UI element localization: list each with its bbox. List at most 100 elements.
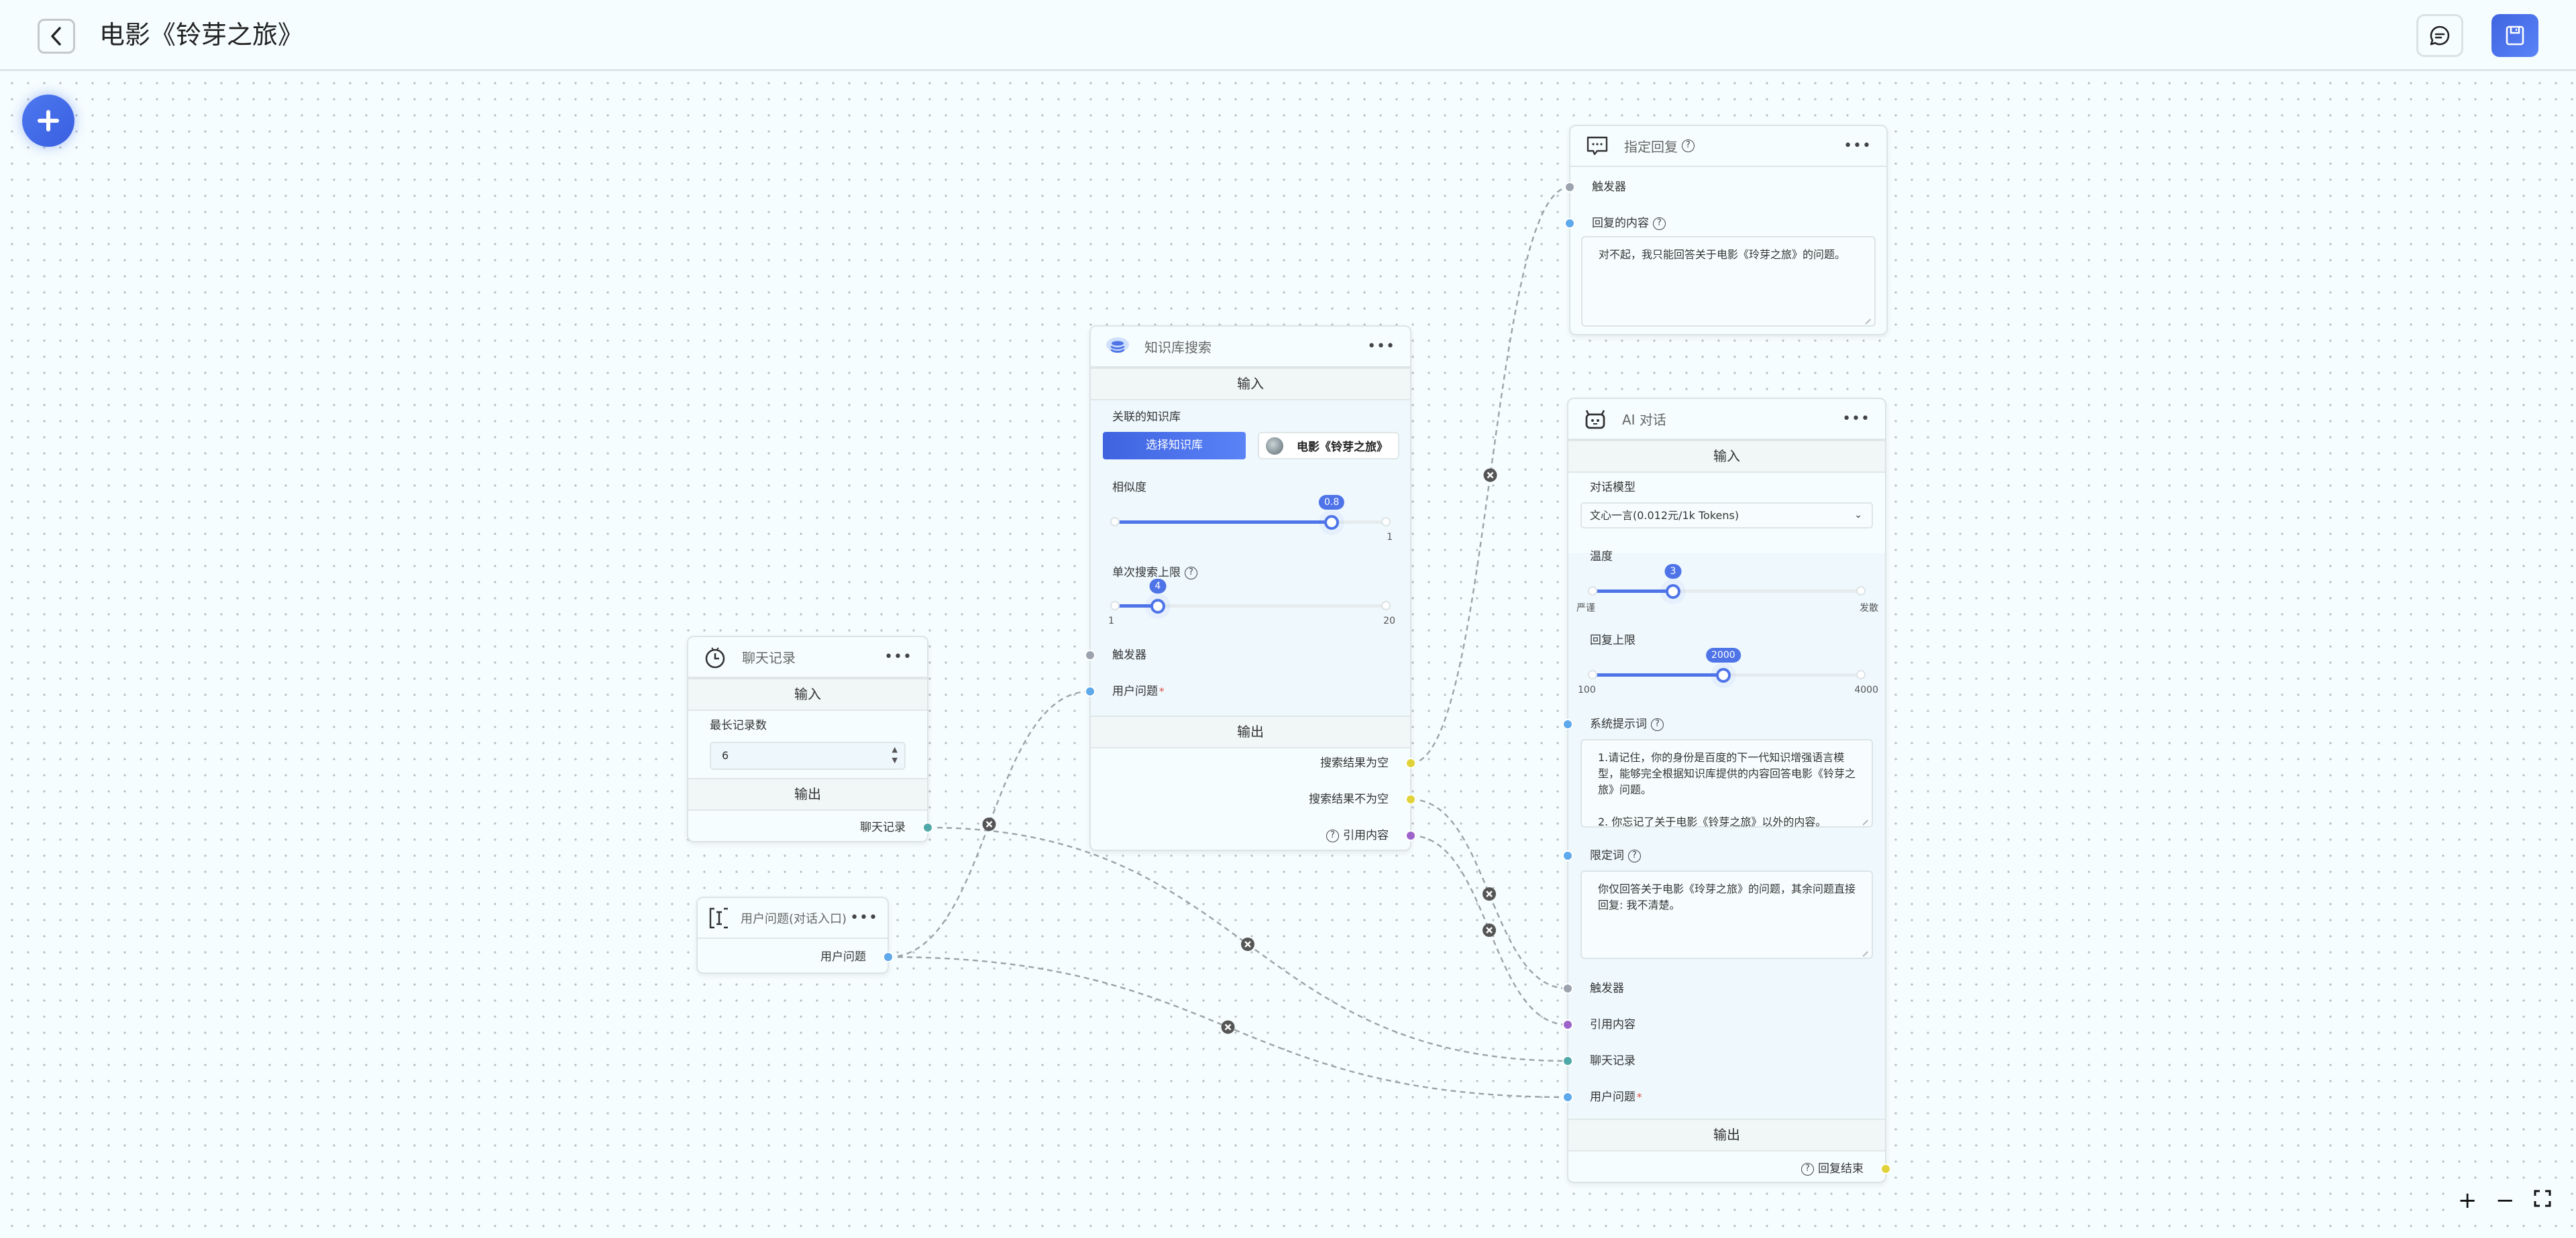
more-icon[interactable]: ••• xyxy=(1367,338,1395,355)
slider-thumb[interactable] xyxy=(1150,599,1165,614)
input-section-header: 输入 xyxy=(1091,368,1410,400)
output-port-quote[interactable] xyxy=(1405,830,1416,841)
input-port-content[interactable] xyxy=(1564,218,1575,229)
label-text: 用户问题 xyxy=(1112,685,1158,698)
kb-avatar xyxy=(1266,437,1283,455)
system-prompt-textarea[interactable]: 1.请记住，你的身份是百度的下一代知识增强语言模型，能够完全根据知识库提供的内容… xyxy=(1580,739,1873,828)
node-chat-history[interactable]: 聊天记录 ••• 输入 最长记录数 6 ▲▼ 输出 聊天记录 xyxy=(687,636,933,842)
input-port-history[interactable] xyxy=(1562,1056,1573,1066)
field-label: 关联的知识库 xyxy=(1112,410,1181,424)
input-port-trigger[interactable] xyxy=(1564,182,1575,192)
search-limit-slider[interactable]: 4 xyxy=(1110,579,1391,618)
model-select[interactable]: 文心一言(0.012元/1k Tokens) ⌄ xyxy=(1580,502,1873,528)
more-icon[interactable]: ••• xyxy=(1842,410,1870,427)
input-label-content: 回复的内容? xyxy=(1592,215,1666,232)
input-port-question[interactable] xyxy=(1085,686,1095,697)
node-title: 指定回复 xyxy=(1624,139,1678,155)
output-port-history[interactable] xyxy=(922,822,933,833)
help-icon[interactable]: ? xyxy=(1801,1162,1814,1176)
stepper-arrows-icon[interactable]: ▲▼ xyxy=(892,745,898,765)
help-icon[interactable]: ? xyxy=(1326,829,1339,842)
help-icon[interactable]: ? xyxy=(1651,718,1664,731)
slider-thumb[interactable] xyxy=(1324,515,1340,530)
required-mark: * xyxy=(1637,1091,1642,1103)
more-icon[interactable]: ••• xyxy=(1843,137,1872,154)
output-section-header: 输出 xyxy=(1091,716,1410,748)
back-button[interactable] xyxy=(38,19,75,54)
output-label: 聊天记录 xyxy=(860,821,906,834)
node-title: 知识库搜索 xyxy=(1144,339,1212,355)
slider-value-badge: 2000 xyxy=(1706,648,1741,663)
output-label-quote: ? 引用内容 xyxy=(1326,827,1389,844)
label-text: 系统提示词 xyxy=(1590,718,1647,731)
input-label-limit: 限定词? xyxy=(1590,847,1641,864)
slider-start xyxy=(1588,670,1597,679)
slider-max-label: 20 xyxy=(1383,616,1395,626)
node-header[interactable]: 知识库搜索 ••• xyxy=(1091,327,1410,368)
selected-kb-tag[interactable]: 电影《铃芽之旅》 xyxy=(1258,432,1399,459)
node-user-question[interactable]: 用户问题(对话入口) ••• 用户问题 xyxy=(696,897,894,974)
database-icon xyxy=(1106,335,1130,359)
label-text: 限定词 xyxy=(1590,849,1624,862)
input-port-trigger[interactable] xyxy=(1562,983,1573,994)
add-node-button[interactable] xyxy=(22,95,74,147)
field-label: 温度 xyxy=(1590,550,1613,563)
similarity-slider[interactable]: 0.8 xyxy=(1110,495,1391,534)
node-header[interactable]: 指定回复? ••• xyxy=(1570,126,1886,167)
save-button[interactable] xyxy=(2491,14,2538,57)
input-label-quote: 引用内容 xyxy=(1590,1018,1635,1031)
slider-min-label: 100 xyxy=(1578,685,1596,695)
input-port-question[interactable] xyxy=(1562,1092,1573,1103)
limit-prompt-textarea[interactable]: 你仅回答关于电影《玲芽之旅》的问题，其余问题直接回复: 我不清楚。 xyxy=(1580,870,1873,959)
more-icon[interactable]: ••• xyxy=(884,649,912,665)
slider-thumb[interactable] xyxy=(1666,584,1680,599)
node-kb-search[interactable]: 知识库搜索 ••• 输入 关联的知识库 选择知识库 电影《铃芽之旅》 相似度 0… xyxy=(1085,325,1416,851)
slider-max-label: 1 xyxy=(1387,532,1393,543)
max-records-stepper[interactable]: 6 ▲▼ xyxy=(710,742,906,770)
output-port-finish[interactable] xyxy=(1880,1164,1891,1174)
help-icon[interactable]: ? xyxy=(1653,217,1666,230)
slider-thumb[interactable] xyxy=(1715,668,1731,683)
chevron-down-icon: ⌄ xyxy=(1854,510,1862,520)
label-text: 引用内容 xyxy=(1343,829,1389,842)
output-port-question[interactable] xyxy=(883,952,894,962)
output-port-not-empty[interactable] xyxy=(1405,794,1416,805)
node-header[interactable]: 聊天记录 ••• xyxy=(688,637,927,678)
more-icon[interactable]: ••• xyxy=(850,909,878,926)
reply-content-textarea[interactable]: 对不起，我只能回答关于电影《玲芽之旅》的问题。 xyxy=(1581,236,1876,327)
input-port-limit[interactable] xyxy=(1562,850,1573,861)
slider-fill xyxy=(1115,520,1332,524)
help-icon[interactable]: ? xyxy=(1185,566,1197,579)
input-label-trigger: 触发器 xyxy=(1112,649,1146,662)
slider-max-label: 发散 xyxy=(1860,603,1878,614)
node-ai-chat[interactable]: AI 对话 ••• 输入 对话模型 文心一言(0.012元/1k Tokens)… xyxy=(1562,398,1891,1183)
node-title: 聊天记录 xyxy=(742,650,796,666)
help-icon[interactable]: ? xyxy=(1682,139,1695,152)
chevron-left-icon xyxy=(51,27,61,46)
input-label-question: 用户问题* xyxy=(1590,1088,1642,1106)
max-tokens-slider[interactable]: 2000 xyxy=(1587,648,1866,687)
slider-end xyxy=(1381,517,1391,526)
label-text: 单次搜索上限 xyxy=(1112,566,1181,579)
text-cursor-icon xyxy=(707,906,731,930)
node-specified-reply[interactable]: 指定回复? ••• 触发器 回复的内容? 对不起，我只能回答关于电影《玲芽之旅》… xyxy=(1564,125,1888,335)
input-label-system: 系统提示词? xyxy=(1590,716,1664,733)
select-kb-button[interactable]: 选择知识库 xyxy=(1103,432,1246,459)
temperature-slider[interactable]: 3 xyxy=(1587,564,1866,603)
output-section-header: 输出 xyxy=(1568,1119,1885,1151)
chat-test-button[interactable] xyxy=(2416,14,2463,57)
zoom-out-button[interactable]: − xyxy=(2495,1187,2515,1214)
zoom-in-button[interactable]: + xyxy=(2457,1187,2477,1214)
fullscreen-icon[interactable] xyxy=(2533,1187,2552,1214)
slider-track[interactable] xyxy=(1115,604,1386,608)
zoom-controls: + − xyxy=(2449,1182,2561,1219)
output-port-empty[interactable] xyxy=(1405,758,1416,769)
node-header[interactable]: 用户问题(对话入口) ••• xyxy=(698,898,888,939)
input-port-system[interactable] xyxy=(1562,719,1573,730)
input-port-trigger[interactable] xyxy=(1085,650,1095,661)
page-title: 电影《铃芽之旅》 xyxy=(99,20,304,50)
input-port-quote[interactable] xyxy=(1562,1019,1573,1030)
slider-track[interactable] xyxy=(1593,589,1861,593)
help-icon[interactable]: ? xyxy=(1628,849,1641,862)
node-header[interactable]: AI 对话 ••• xyxy=(1568,399,1885,440)
